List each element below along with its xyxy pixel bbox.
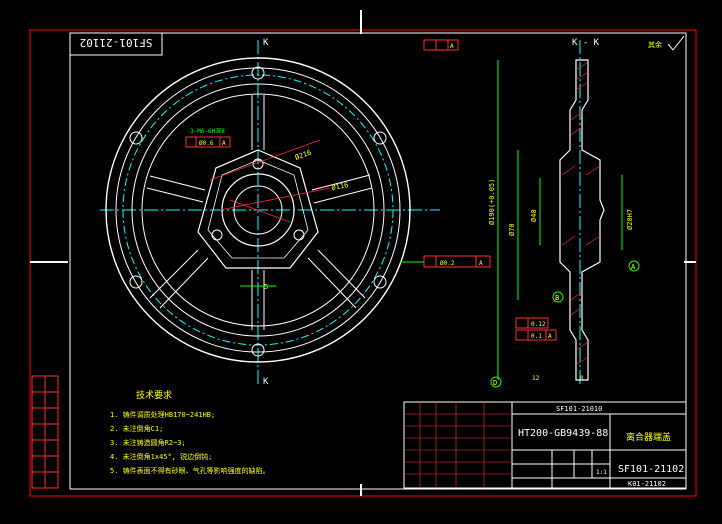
- tolerance-frame-1: Ø0.6 A: [185, 136, 231, 148]
- tech-req-title: 技术要求: [136, 389, 172, 401]
- hub-hole-right: [293, 229, 305, 241]
- tolerance-frame-3: 0.12: [515, 317, 549, 329]
- datum-a-circle: [628, 260, 640, 272]
- part-name: 离合器端盖: [626, 431, 671, 443]
- datum-d-circle: [490, 376, 502, 388]
- tol-frame-top-datum: A: [450, 43, 454, 50]
- hub-hole-left: [211, 229, 223, 241]
- vert-dim-text-3: Ø40: [530, 209, 538, 222]
- outer-flange-circle: [105, 57, 411, 363]
- tech-req-item-5: 5. 铸件表面不得有砂眼、气孔等影响强度的缺陷。: [110, 466, 270, 475]
- material: HT200-GB9439-88: [518, 428, 608, 439]
- mirror-number: SF101-21102: [80, 36, 153, 49]
- tolerance-frame-top: A: [423, 39, 459, 51]
- bolt-hole-lower-right: [373, 275, 387, 289]
- tech-req-item-4: 4. 未注倒角1x45°, 锐边倒钝;: [110, 452, 212, 461]
- dim-line-216: [209, 139, 321, 181]
- tolerance-frame-2: Ø0.2 A: [423, 255, 491, 268]
- dim-line-116: [219, 187, 331, 211]
- side-dim-text: 8: [580, 375, 584, 382]
- tech-requirements: 技术要求 1. 铸件调质处理HB170~241HB; 2. 未注倒角C1; 3.…: [110, 389, 270, 475]
- roughness-symbol-icon: [667, 35, 685, 51]
- drawing-ref: SF101-21010: [556, 405, 602, 413]
- hub-bore: [233, 185, 283, 235]
- vert-dim-text-1: Ø190(+0.05): [488, 179, 496, 225]
- cut-label-top: K: [263, 38, 269, 48]
- dim-line-hub: [229, 199, 291, 223]
- scale: 1:1: [596, 469, 607, 476]
- tol-frame-1-datum: A: [222, 140, 226, 147]
- section-label: K - K: [572, 38, 600, 48]
- bottom-dim-text: 12: [532, 375, 540, 382]
- bolt-hole-lower-left: [129, 275, 143, 289]
- datum-d-label: D: [493, 379, 497, 387]
- front-view: K K Ø216 Ø116 3-M6-6H深8 Ø0.6 A Ø0.2 A 5: [100, 38, 491, 387]
- tech-req-item-1: 1. 铸件调质处理HB170~241HB;: [110, 410, 215, 419]
- flange-inner-circle: [115, 67, 401, 353]
- sheet-number: K01-21102: [628, 480, 666, 488]
- s-dimension: 5: [264, 283, 268, 291]
- datum-a-label: A: [631, 263, 636, 271]
- tol-frame-4-datum: A: [548, 333, 552, 340]
- dim-text-bolt-circle: Ø216: [294, 149, 313, 162]
- tolerance-frame-4: 0.1 A: [515, 329, 557, 341]
- vert-dim-text-4: Ø20H7: [626, 209, 634, 230]
- inner-border: [69, 32, 687, 490]
- hub-inner-outline: [207, 159, 309, 259]
- bolt-hole-upper-right: [373, 131, 387, 145]
- hole-callout-text: 3-M6-6H深8: [190, 127, 225, 135]
- bolt-hole-bottom: [251, 343, 265, 357]
- mirror-number-box: [69, 32, 163, 56]
- section-hatching: [561, 61, 601, 366]
- bolt-hole-upper-left: [129, 131, 143, 145]
- tol-frame-2-value: Ø0.2: [440, 260, 455, 267]
- drawing-number: SF101-21102: [618, 464, 684, 475]
- datum-b-circle: [552, 291, 564, 303]
- tol-frame-2-datum: A: [479, 260, 483, 267]
- bolt-pitch-circle: [122, 74, 394, 346]
- section-view: K - K Ø190(+0.05) Ø70 Ø40 Ø20H7: [423, 35, 685, 388]
- vert-dim-text-2: Ø70: [508, 223, 516, 236]
- left-revision-strip: [31, 375, 59, 489]
- window-outer-circle: [141, 93, 375, 327]
- rim-circle: [131, 83, 385, 337]
- title-block: SF101-21010 HT200-GB9439-88 离合器端盖 SF101-…: [403, 401, 687, 489]
- tech-req-item-3: 3. 未注铸造圆角R2~3;: [110, 438, 186, 447]
- tol-frame-3-value: 0.12: [531, 321, 546, 328]
- tol-frame-1-value: Ø0.6: [199, 140, 214, 147]
- tol-frame-4-value: 0.1: [531, 333, 542, 340]
- roughness-note: 其余: [648, 40, 662, 49]
- bolt-hole-top: [251, 66, 265, 80]
- cut-label-bottom: K: [263, 377, 269, 387]
- spokes: [146, 95, 373, 330]
- datum-b-label: B: [555, 294, 559, 302]
- section-profile: [559, 59, 605, 381]
- tech-req-item-2: 2. 未注倒角C1;: [110, 424, 163, 433]
- dim-text-mid-circle: Ø116: [331, 181, 349, 192]
